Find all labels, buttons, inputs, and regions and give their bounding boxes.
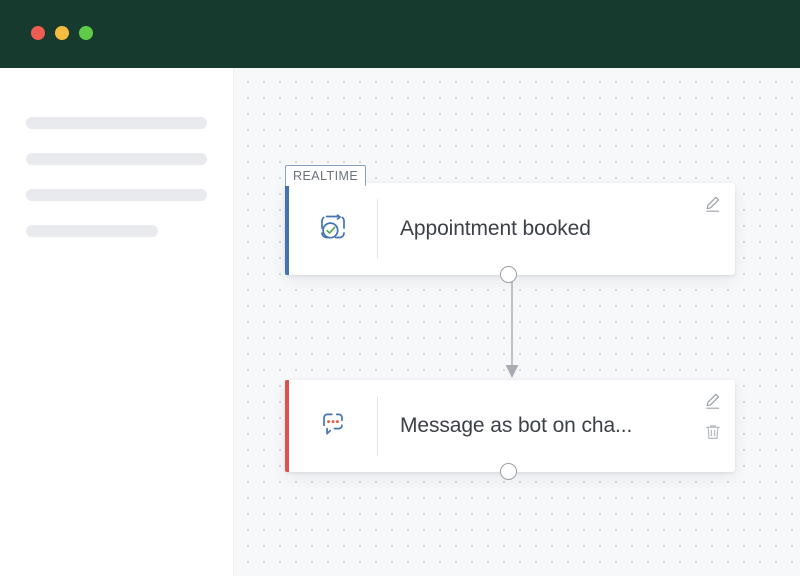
sidebar-placeholder-list (26, 117, 207, 261)
flow-node-appointment-booked[interactable]: Appointment booked (285, 183, 735, 275)
node-accent-bar (285, 380, 289, 472)
node-action-group (679, 183, 735, 275)
sidebar-placeholder-bar (26, 117, 207, 129)
flow-node-message-as-bot[interactable]: Message as bot on cha... (285, 380, 735, 472)
node-title: Appointment booked (400, 217, 591, 240)
close-window-button[interactable] (31, 26, 45, 40)
sidebar-placeholder-bar (26, 225, 158, 237)
node-divider (377, 396, 378, 456)
maximize-window-button[interactable] (79, 26, 93, 40)
pencil-icon[interactable] (703, 391, 723, 411)
calendar-check-icon (313, 207, 353, 252)
node-icon-container (289, 380, 377, 472)
pencil-icon[interactable] (703, 194, 723, 214)
window-content: REALTIME Appointment booked (0, 68, 800, 576)
trash-icon[interactable] (703, 422, 723, 442)
node-badge-realtime: REALTIME (285, 165, 367, 186)
flow-canvas[interactable]: REALTIME Appointment booked (234, 68, 800, 576)
output-handle-appointment[interactable] (500, 266, 517, 283)
node-divider (377, 199, 378, 259)
sidebar-placeholder-bar (26, 153, 207, 165)
sidebar-placeholder-bar (26, 189, 207, 201)
output-handle-message[interactable] (500, 463, 517, 480)
node-title: Message as bot on cha... (400, 414, 633, 437)
flow-connector (500, 266, 524, 382)
traffic-light-controls (31, 26, 93, 40)
sidebar (0, 68, 234, 576)
node-icon-container (289, 183, 377, 275)
chat-bubble-dots-icon (313, 404, 353, 449)
node-action-group (679, 380, 735, 472)
window-titlebar (0, 0, 800, 68)
node-accent-bar (285, 183, 289, 275)
minimize-window-button[interactable] (55, 26, 69, 40)
